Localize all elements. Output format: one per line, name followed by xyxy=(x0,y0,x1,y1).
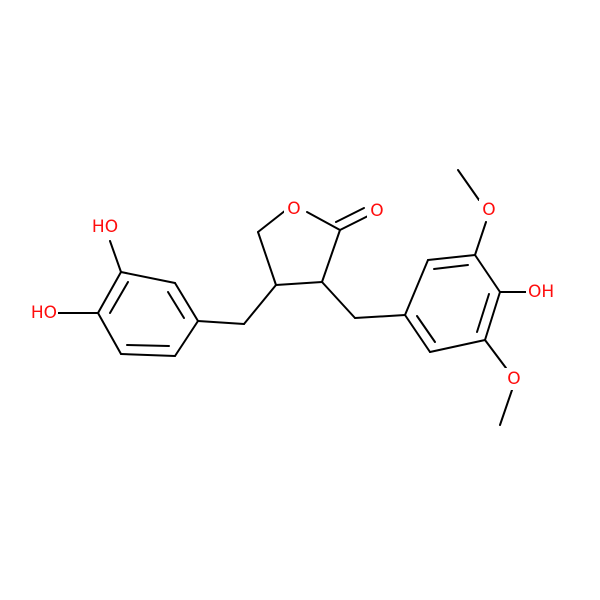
ring-a-double-1 xyxy=(167,291,185,319)
bond-o1-ch2 xyxy=(257,209,287,233)
ring-a-bond-3 xyxy=(97,271,122,314)
bond-c5-ome-bottom xyxy=(484,339,507,369)
carbonyl-oxygen-label: O xyxy=(370,201,383,221)
methoxy-bottom-oxygen-label: O xyxy=(507,369,520,389)
bond-c2-o1 xyxy=(306,211,341,231)
ring-a-bond-6 xyxy=(174,320,199,357)
bond-c3-c2 xyxy=(321,229,341,283)
ring-b-double-3 xyxy=(416,315,436,343)
methoxy-top-oxygen-label: O xyxy=(482,200,495,220)
catechol-ring xyxy=(57,240,199,357)
bond-carbonyl-1 xyxy=(339,215,369,231)
ring-b-double-2 xyxy=(476,293,490,333)
ring-b-bond-3 xyxy=(474,254,501,293)
ring-a-bond-2 xyxy=(120,271,176,284)
hydroxyl-para-catechol-label: HO xyxy=(31,303,57,323)
bond-c4-c3 xyxy=(275,281,323,286)
hydroxyl-para-label: OH xyxy=(528,282,554,302)
ring-a-bond-5 xyxy=(120,353,176,357)
ring-b-bond-5 xyxy=(429,339,486,353)
ring-b-bond-4 xyxy=(484,291,501,341)
bond-ch2-aryl-2 xyxy=(354,314,406,319)
atom-labels: O O O O OH HO HO xyxy=(24,198,560,390)
ring-b-bond-6 xyxy=(404,314,431,353)
bond-ch2-aryl xyxy=(197,320,245,325)
hydroxyl-meta-catechol-label: HO xyxy=(92,217,118,237)
bond-o-ch3-top xyxy=(457,169,480,201)
right-benzyl-link xyxy=(321,281,406,319)
bond-c4-ch2 xyxy=(243,284,277,325)
ring-a-bond-1 xyxy=(174,282,199,322)
bond-carbonyl-2 xyxy=(335,207,365,223)
bond-ch2-ring xyxy=(257,231,277,286)
ring-a-double-3 xyxy=(126,344,170,347)
bond-c3-oh xyxy=(109,240,122,273)
bond-c3-ch2 xyxy=(321,281,356,319)
ring-b-bond-2 xyxy=(427,254,476,261)
bond-o-ch3-bottom xyxy=(499,389,513,426)
ring-b-bond-1 xyxy=(404,259,429,316)
ring-b-double-1 xyxy=(433,264,469,270)
left-benzyl-link xyxy=(197,284,277,325)
ring-oxygen-label: O xyxy=(287,199,300,219)
syringyl-ring xyxy=(404,169,528,426)
ring-a-double-2 xyxy=(109,281,129,314)
lactone-ring xyxy=(257,207,369,286)
ring-a-bond-4 xyxy=(97,312,122,355)
bond-c3-ome-top xyxy=(474,221,487,256)
